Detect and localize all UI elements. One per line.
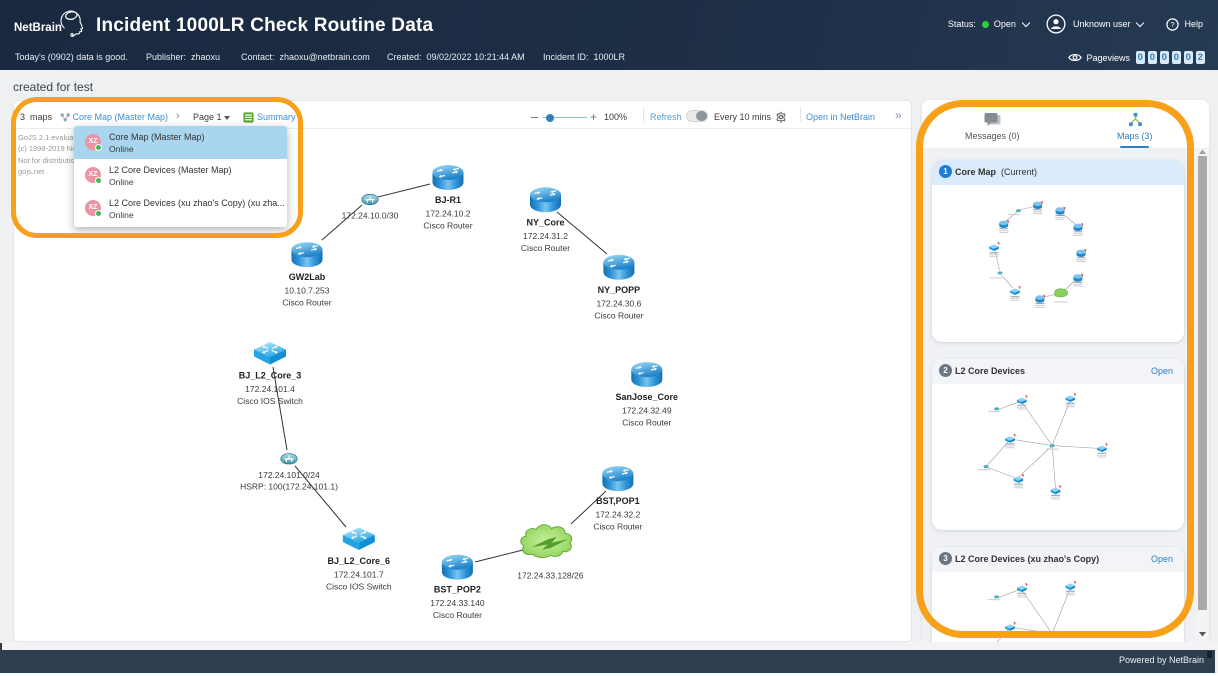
svg-text:BJ_L2_Core_6: BJ_L2_Core_6 [328,556,391,566]
svg-text:172.24.101.7: 172.24.101.7 [334,570,384,580]
svg-text:BST_POP2: BST_POP2 [434,585,481,595]
svg-text:SanJose_Core: SanJose_Core [616,392,679,402]
svg-text:BJ_L2_Core_3: BJ_L2_Core_3 [239,371,302,381]
svg-text:10.10.7.253: 10.10.7.253 [285,286,330,296]
svg-text:HSRP: 100(172.24.101.1): HSRP: 100(172.24.101.1) [240,482,338,492]
svg-text:NY_POPP: NY_POPP [598,285,641,295]
svg-text:?: ? [1171,20,1175,29]
svg-text:Cisco Router: Cisco Router [521,243,570,253]
svg-text:BST,POP1: BST,POP1 [596,496,640,506]
svg-text:172.24.10.2: 172.24.10.2 [426,209,471,219]
svg-text:Cisco Router: Cisco Router [594,310,643,320]
svg-text:172.24.33.128/26: 172.24.33.128/26 [517,570,583,580]
svg-text:172.24.32.49: 172.24.32.49 [622,406,672,416]
svg-text:172.24.32.2: 172.24.32.2 [595,510,640,520]
svg-text:172.24.101.0/24: 172.24.101.0/24 [258,470,320,480]
svg-text:172.24.31.2: 172.24.31.2 [523,231,568,241]
svg-text:172.24.10.0/30: 172.24.10.0/30 [342,211,399,221]
svg-text:Cisco IOS Switch: Cisco IOS Switch [237,396,303,406]
svg-text:GW2Lab: GW2Lab [289,272,326,282]
svg-text:172.24.101.4: 172.24.101.4 [245,384,295,394]
svg-text:BJ-R1: BJ-R1 [435,195,461,205]
svg-text:NY_Core: NY_Core [526,217,564,227]
svg-text:Cisco Router: Cisco Router [622,418,671,428]
svg-text:172.24.30.6: 172.24.30.6 [596,298,641,308]
svg-text:Cisco Router: Cisco Router [282,298,331,308]
svg-text:Cisco Router: Cisco Router [433,610,482,620]
svg-text:172.24.33.140: 172.24.33.140 [430,598,485,608]
svg-text:Cisco Router: Cisco Router [593,522,642,532]
svg-text:Cisco Router: Cisco Router [423,221,472,231]
svg-text:NetBrain: NetBrain [14,22,62,34]
svg-text:Cisco IOS Switch: Cisco IOS Switch [326,582,392,592]
